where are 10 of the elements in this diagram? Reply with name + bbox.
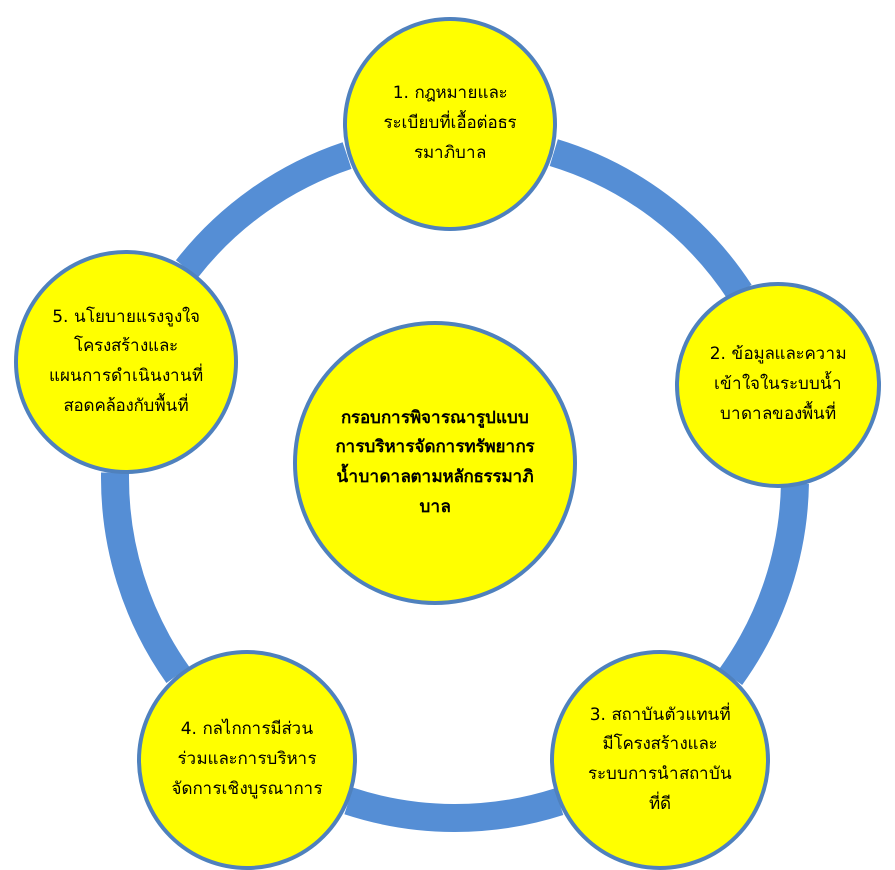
topic-text: 4. กลไกการมีส่วนร่วมและการบริหารจัดการเชิงบูรณาการ <box>170 718 324 801</box>
ring-connector <box>101 472 190 682</box>
ring-connector <box>345 787 562 832</box>
ring-connector <box>718 482 809 684</box>
ring-connector <box>176 142 352 278</box>
topic-text: 1. กฎหมายและระเบียบที่เอื้อต่อธรรมาภิบาล <box>382 82 518 165</box>
topic-text: 5. นโยบายแรงจูงใจ โครงสร้างและแผนการดำเนินงานที่สอดคล้องกับพื้นที่ <box>48 306 204 418</box>
center-title: กรอบการพิจารณารูปแบบการบริหารจัดการทรัพยากรน้ำบาดาลตามหลักธรรมาภิบาล <box>334 406 536 519</box>
topic-text: 3. สถาบันตัวแทนที่มีโครงสร้างและระบบการนำสถาบันที่ดี <box>587 702 733 816</box>
topic-text: 2. ข้อมูลและความเข้าใจในระบบน้ำบาดาลของพื้นที่ <box>708 343 848 426</box>
